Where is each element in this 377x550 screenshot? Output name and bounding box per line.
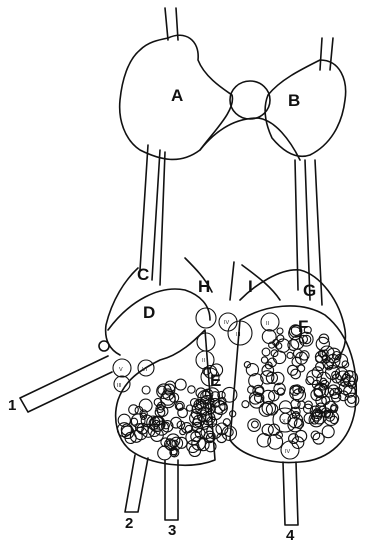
nerve-number-2: 2 [125, 515, 133, 532]
neuron-cell [175, 379, 186, 390]
neuron-cell [298, 365, 305, 372]
nerve-number-1: 1 [8, 397, 16, 414]
neuron-cell [222, 387, 237, 402]
label-e: E [210, 371, 221, 390]
neuron-cell [242, 401, 249, 408]
cell-label-8: II [266, 321, 270, 327]
cell-label-7: III [117, 383, 122, 389]
connective-node [230, 81, 270, 119]
nerve-root-1 [20, 356, 112, 412]
lobe-c-outline [106, 268, 138, 355]
neuron-cell [279, 401, 291, 413]
neuron-cell [129, 405, 139, 415]
neuron-cell [288, 417, 302, 431]
neuron-cell [142, 386, 150, 394]
label-h: H [198, 277, 210, 296]
nerve-number-3: 3 [168, 522, 176, 539]
label-c: C [137, 265, 149, 284]
label-g: G [303, 281, 316, 300]
cell-label-9: IV [285, 449, 291, 455]
label-i: I [248, 277, 253, 296]
neuron-cell [311, 431, 320, 440]
label-a: A [171, 86, 183, 105]
cell-label-2: II [202, 358, 206, 364]
nerve-root-2 [125, 455, 148, 512]
neuron-cell [322, 426, 334, 438]
cell-label-0: IV [224, 320, 230, 326]
lobe-d-outline [108, 289, 210, 330]
neuron-cell [188, 386, 195, 393]
nerve-root-4 [283, 462, 298, 525]
neuron-cell [277, 328, 283, 334]
neuron-cell [189, 445, 201, 457]
neuron-cell [262, 424, 273, 435]
cell-label-4: X [282, 419, 286, 425]
label-d: D [143, 303, 155, 322]
neuron-cell [298, 401, 305, 408]
neuron-cell [261, 357, 267, 363]
neuron-cell [262, 330, 276, 344]
ganglion-b-outline [265, 60, 346, 156]
neuron-cell [273, 351, 286, 364]
neuron-cell [223, 419, 230, 426]
cell-label-5: V [119, 367, 123, 373]
nerve-root-3 [165, 460, 178, 520]
cell-label-6: VI [142, 367, 148, 373]
label-f: F [298, 317, 308, 336]
neuron-cell [252, 421, 259, 428]
label-b: B [288, 91, 300, 110]
cell-label-1: III [236, 332, 241, 338]
nerve-number-4: 4 [286, 527, 295, 544]
neuron-cell [287, 352, 293, 358]
neuron-cell [262, 348, 270, 356]
